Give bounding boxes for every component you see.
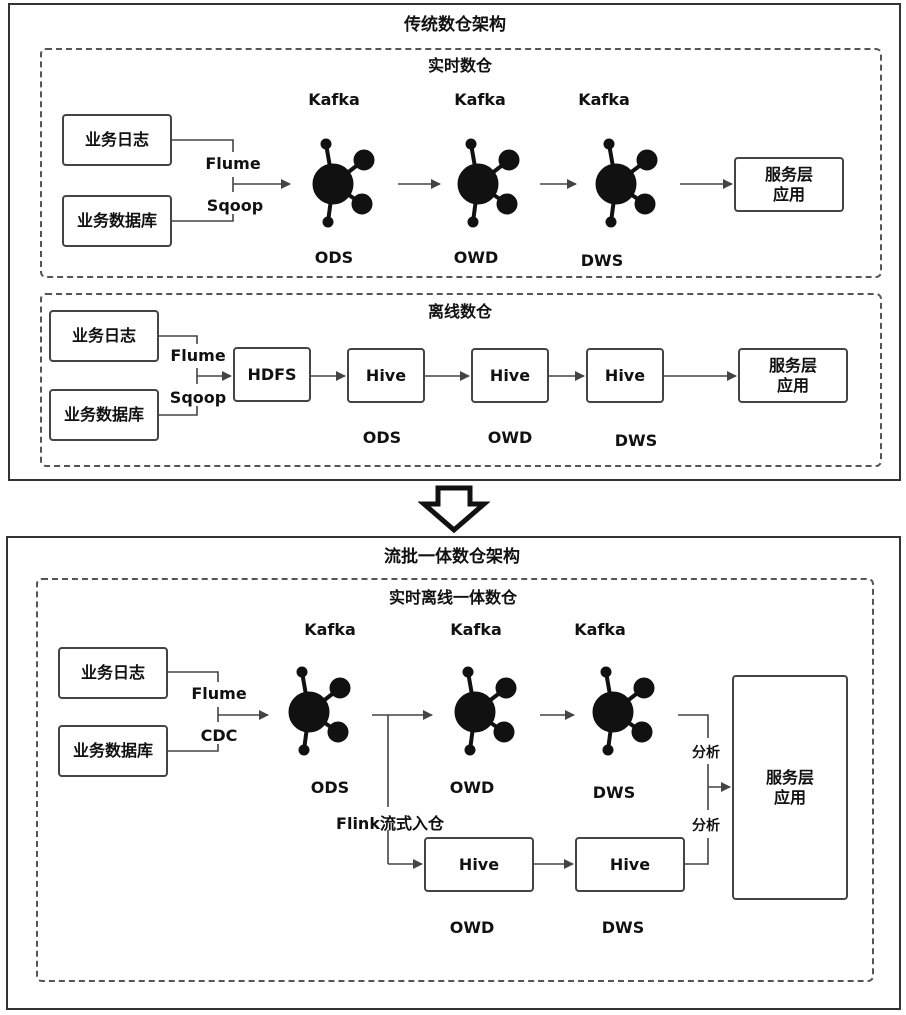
realtime-warehouse-title: 实时数仓 xyxy=(427,56,493,75)
hive-owd-box: Hive xyxy=(471,348,549,403)
source-business-log: 业务日志 xyxy=(49,310,159,362)
offline-warehouse-title: 离线数仓 xyxy=(427,302,493,321)
hive-owd-box: Hive xyxy=(424,837,534,892)
kafka-label-owd: Kafka xyxy=(454,90,506,109)
connector-line xyxy=(685,838,709,865)
hive-dws-box: Hive xyxy=(575,837,685,892)
connector-line xyxy=(172,214,234,222)
kafka-label-dws: Kafka xyxy=(574,620,626,639)
layer-label-dws: DWS xyxy=(592,783,636,802)
service-layer-box: 服务层应用 xyxy=(734,157,844,212)
connector-line xyxy=(168,671,219,682)
connector-line xyxy=(172,139,234,152)
layer-label-ods: ODS xyxy=(314,248,354,267)
kafka-icon xyxy=(288,666,351,756)
analysis-label-realtime: 分析 xyxy=(692,745,720,761)
layer-label-ods: ODS xyxy=(362,428,402,447)
ingest-sqoop-label: Sqoop xyxy=(169,388,227,407)
layer-label-dws: DWS xyxy=(580,251,624,270)
connector-line xyxy=(678,714,709,738)
kafka-icon xyxy=(592,666,655,756)
ingest-sqoop-label: Sqoop xyxy=(206,196,264,215)
realtime-warehouse-group xyxy=(40,48,882,278)
connector-line xyxy=(168,744,219,752)
kafka-icon xyxy=(454,666,517,756)
traditional-architecture-title: 传统数仓架构 xyxy=(404,15,506,35)
ingest-flume-label: Flume xyxy=(205,154,261,173)
layer-label-ods: ODS xyxy=(310,778,350,797)
connector-line xyxy=(159,335,198,344)
offline-warehouse-group xyxy=(40,293,882,467)
hive-dws-box: Hive xyxy=(586,348,664,403)
layer-label-owd: OWD xyxy=(487,428,533,447)
source-business-log: 业务日志 xyxy=(58,647,168,699)
down-arrow-icon xyxy=(418,485,490,534)
ingest-flume-label: Flume xyxy=(170,346,226,365)
layer-label-dws: DWS xyxy=(614,431,658,450)
unified-warehouse-title: 实时离线一体数仓 xyxy=(388,588,518,607)
flink-streaming-label: Flink流式入仓 xyxy=(336,814,444,833)
source-business-database: 业务数据库 xyxy=(58,725,168,777)
hdfs-box: HDFS xyxy=(233,347,311,402)
service-layer-box: 服务层应用 xyxy=(732,675,848,900)
hive-ods-box: Hive xyxy=(347,348,425,403)
stream-batch-architecture-title: 流批一体数仓架构 xyxy=(384,547,520,567)
ingest-flume-label: Flume xyxy=(191,684,247,703)
hive-layer-label-dws: DWS xyxy=(601,918,645,937)
source-business-database: 业务数据库 xyxy=(62,195,172,247)
hive-layer-label-owd: OWD xyxy=(449,918,495,937)
kafka-label-dws: Kafka xyxy=(578,90,630,109)
source-business-database: 业务数据库 xyxy=(49,389,159,441)
layer-label-owd: OWD xyxy=(449,778,495,797)
kafka-icon xyxy=(312,138,375,228)
kafka-icon xyxy=(457,138,520,228)
connector-line xyxy=(159,406,198,416)
kafka-label-ods: Kafka xyxy=(304,620,356,639)
kafka-icon xyxy=(595,138,658,228)
layer-label-owd: OWD xyxy=(453,248,499,267)
source-business-log: 业务日志 xyxy=(62,114,172,166)
kafka-label-owd: Kafka xyxy=(450,620,502,639)
ingest-cdc-label: CDC xyxy=(200,726,238,745)
unified-warehouse-group xyxy=(36,578,874,982)
analysis-label-offline: 分析 xyxy=(692,818,720,834)
kafka-label-ods: Kafka xyxy=(308,90,360,109)
service-layer-box: 服务层应用 xyxy=(738,348,848,403)
